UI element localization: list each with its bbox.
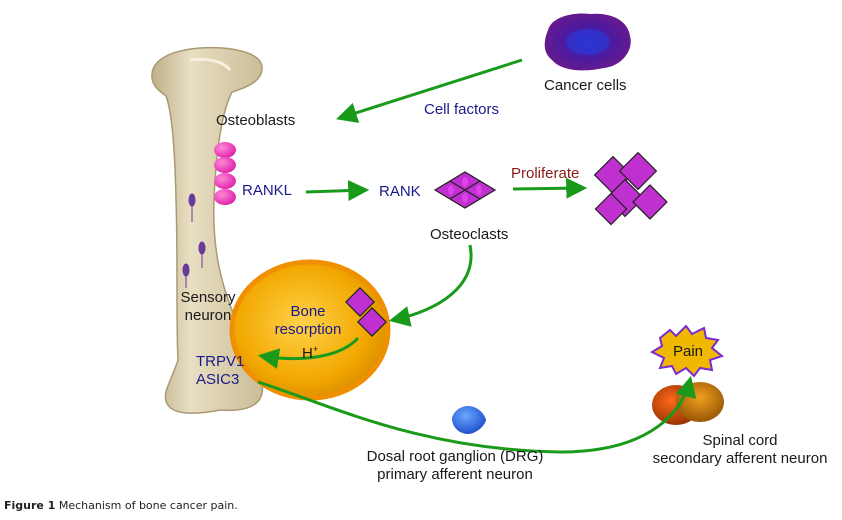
osteoblast-cells — [214, 142, 236, 205]
label-drg-line1: Dosal root ganglion (DRG) — [366, 448, 544, 465]
label-rankl: RANKL — [242, 182, 293, 199]
label-spinal-cord: Spinal cord secondary afferent neuron — [640, 432, 840, 468]
label-h-sup: + — [312, 344, 319, 354]
label-sensory-neuron: Sensory neuron — [178, 289, 238, 325]
label-bone-resorption-line2: resorption — [274, 321, 342, 338]
label-drg: Dosal root ganglion (DRG) primary affere… — [355, 448, 555, 484]
label-drg-line2: primary afferent neuron — [377, 466, 533, 483]
label-cell-factors: Cell factors — [424, 101, 500, 118]
arrow-asic3-to-spinal-cord — [257, 375, 697, 454]
arrow-rankl-to-rank — [305, 180, 370, 202]
label-spinal-line1: Spinal cord — [702, 432, 778, 449]
pain-burst-icon — [649, 324, 725, 378]
caption-text: Mechanism of bone cancer pain. — [58, 499, 238, 512]
label-pain: Pain — [673, 343, 704, 360]
label-sensory-line1: Sensory — [180, 289, 236, 306]
cancer-cell-icon — [544, 13, 631, 71]
sensory-neuron-icons — [182, 193, 206, 288]
caption-label: Figure 1 — [4, 499, 56, 512]
label-cancer-cells: Cancer cells — [544, 77, 627, 94]
proliferated-osteoclasts-icon — [593, 151, 668, 226]
arrow-osteoclast-proliferate — [512, 177, 588, 199]
drg-icon — [452, 406, 486, 434]
arrow-osteoclast-to-resorption — [388, 244, 473, 327]
osteoclast-cell-icon — [433, 171, 497, 209]
label-h-plus: H+ — [302, 340, 318, 363]
label-proliferate: Proliferate — [511, 165, 580, 182]
label-asic3: ASIC3 — [196, 371, 240, 388]
label-osteoblasts: Osteoblasts — [216, 112, 296, 129]
label-spinal-line2: secondary afferent neuron — [652, 450, 828, 467]
label-rank: RANK — [379, 183, 421, 200]
arrow-resorption-to-trpv1 — [257, 336, 360, 369]
label-bone-resorption-line1: Bone — [290, 303, 326, 320]
label-sensory-line2: neuron — [184, 307, 232, 324]
resorbing-osteoclasts-icon — [345, 287, 387, 337]
arrow-cancer-to-osteoblasts — [335, 58, 523, 123]
label-h: H — [302, 345, 313, 362]
pathway-arrows — [257, 58, 697, 454]
label-bone-resorption: Bone resorption — [268, 303, 348, 339]
label-osteoclasts: Osteoclasts — [430, 226, 509, 243]
label-trpv1: TRPV1 — [196, 353, 245, 370]
figure-caption: Figure 1 Mechanism of bone cancer pain. — [4, 499, 238, 512]
